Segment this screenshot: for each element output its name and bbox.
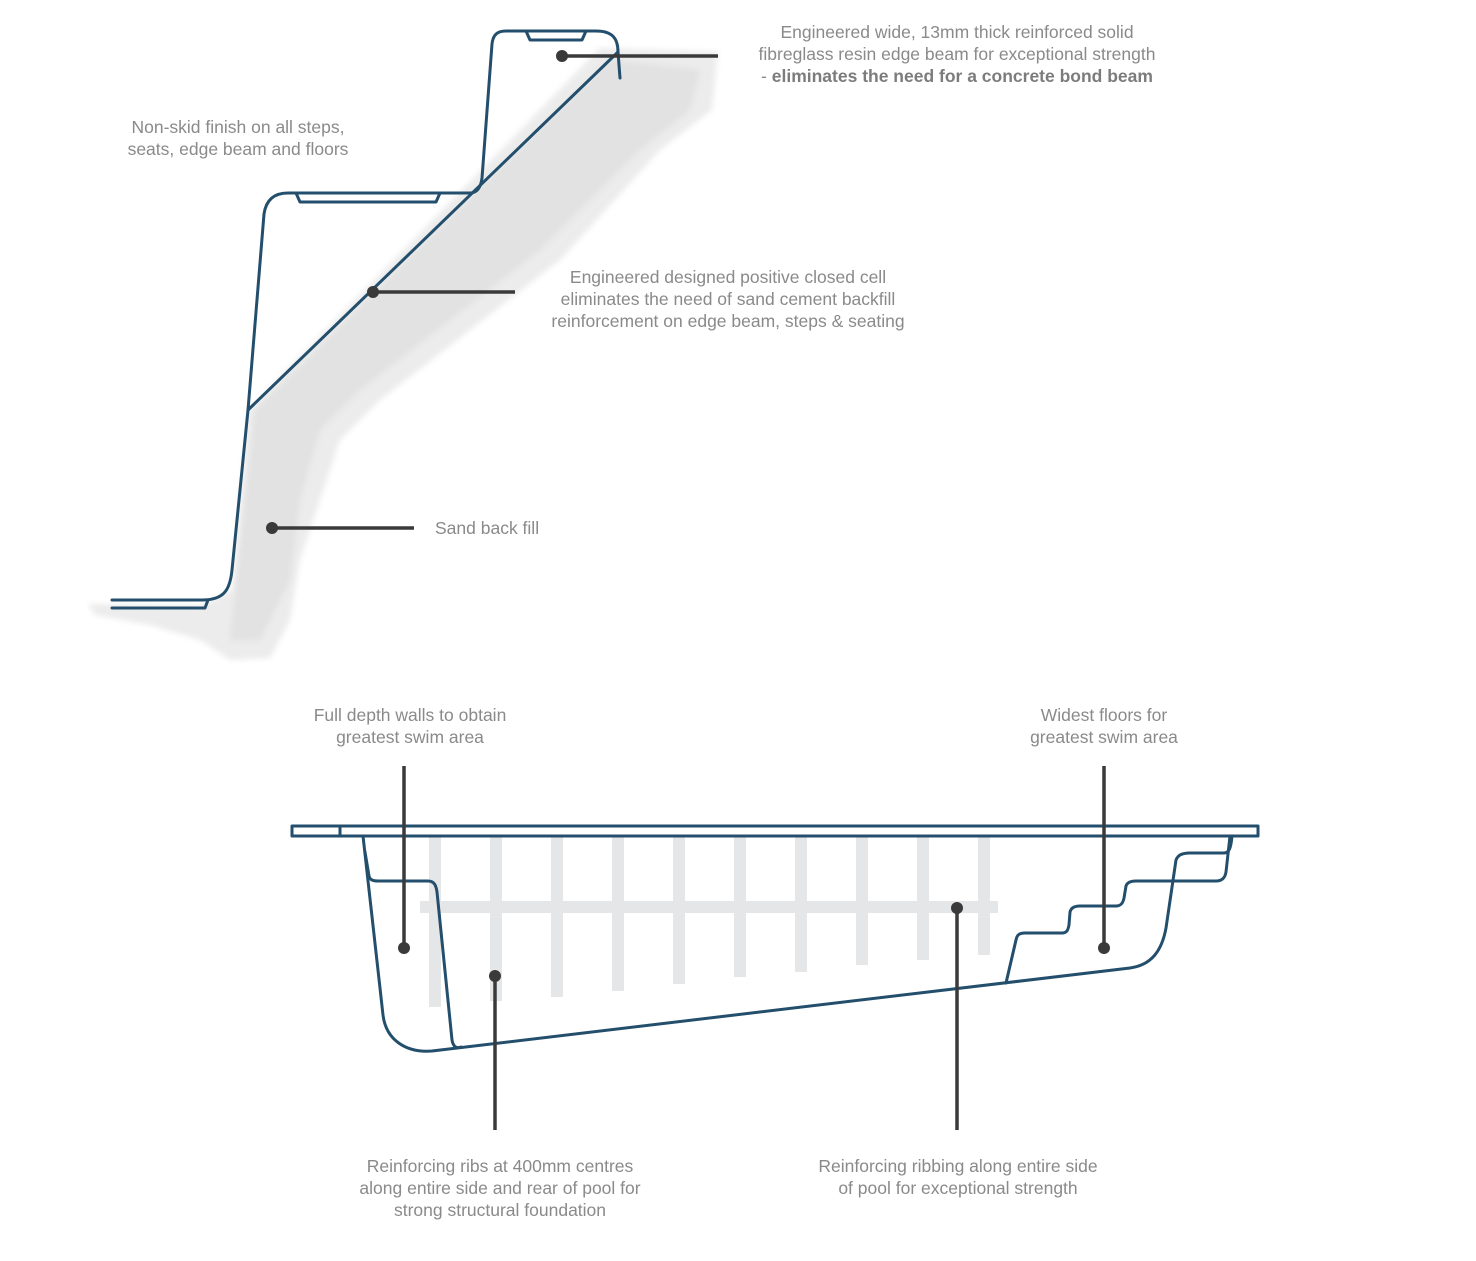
- sand-backfill-shading: [88, 48, 718, 660]
- label-full-depth: Full depth walls to obtain greatest swim…: [270, 704, 550, 748]
- ribs-400-line3: strong structural foundation: [393, 1200, 607, 1220]
- widest-floors-line1: Widest floors for: [1040, 705, 1168, 725]
- edge-beam-line3-prefix: -: [761, 66, 772, 86]
- label-edge-beam: Engineered wide, 13mm thick reinforced s…: [700, 21, 1214, 87]
- leader-closed-cell: [367, 286, 515, 298]
- widest-floors-line2: greatest swim area: [1030, 727, 1178, 747]
- ribs-400-line1: Reinforcing ribs at 400mm centres: [366, 1156, 634, 1176]
- edge-beam-line3: - eliminates the need for a concrete bon…: [700, 65, 1214, 87]
- ribbing-side-line2: of pool for exceptional strength: [838, 1178, 1078, 1198]
- leader-widest-floors: [1098, 766, 1110, 954]
- label-ribs-400: Reinforcing ribs at 400mm centres along …: [325, 1155, 675, 1221]
- closed-cell-line1: Engineered designed positive closed cell: [569, 267, 887, 287]
- full-depth-line1: Full depth walls to obtain: [313, 705, 507, 725]
- label-non-skid: Non-skid finish on all steps, seats, edg…: [88, 116, 388, 160]
- edge-beam-line2: fibreglass resin edge beam for exception…: [758, 44, 1156, 64]
- label-widest-floors: Widest floors for greatest swim area: [994, 704, 1214, 748]
- pool-shell: [290, 824, 1260, 1053]
- label-closed-cell: Engineered designed positive closed cell…: [518, 266, 938, 332]
- non-skid-line1: Non-skid finish on all steps,: [131, 117, 345, 137]
- leader-sand-backfill: [266, 522, 414, 534]
- ribs-400-line2: along entire side and rear of pool for: [359, 1178, 641, 1198]
- sand-line1: Sand back fill: [435, 518, 540, 538]
- leader-full-depth: [398, 766, 410, 954]
- leader-ribbing-side: [951, 902, 963, 1130]
- full-depth-line2: greatest swim area: [336, 727, 484, 747]
- ribbing-side-line1: Reinforcing ribbing along entire side: [818, 1156, 1098, 1176]
- closed-cell-line3: reinforcement on edge beam, steps & seat…: [551, 311, 905, 331]
- wall-cross-section: [88, 29, 718, 660]
- non-skid-line2: seats, edge beam and floors: [127, 139, 349, 159]
- label-ribbing-side: Reinforcing ribbing along entire side of…: [778, 1155, 1138, 1199]
- reinforcing-ribs: [420, 837, 998, 1007]
- label-sand-backfill: Sand back fill: [435, 517, 539, 539]
- edge-beam-line1: Engineered wide, 13mm thick reinforced s…: [780, 22, 1134, 42]
- leader-edge-beam: [556, 50, 718, 62]
- leader-ribs-400: [489, 970, 501, 1130]
- closed-cell-line2: eliminates the need of sand cement backf…: [560, 289, 896, 309]
- edge-beam-line3-bold: eliminates the need for a concrete bond …: [771, 66, 1153, 86]
